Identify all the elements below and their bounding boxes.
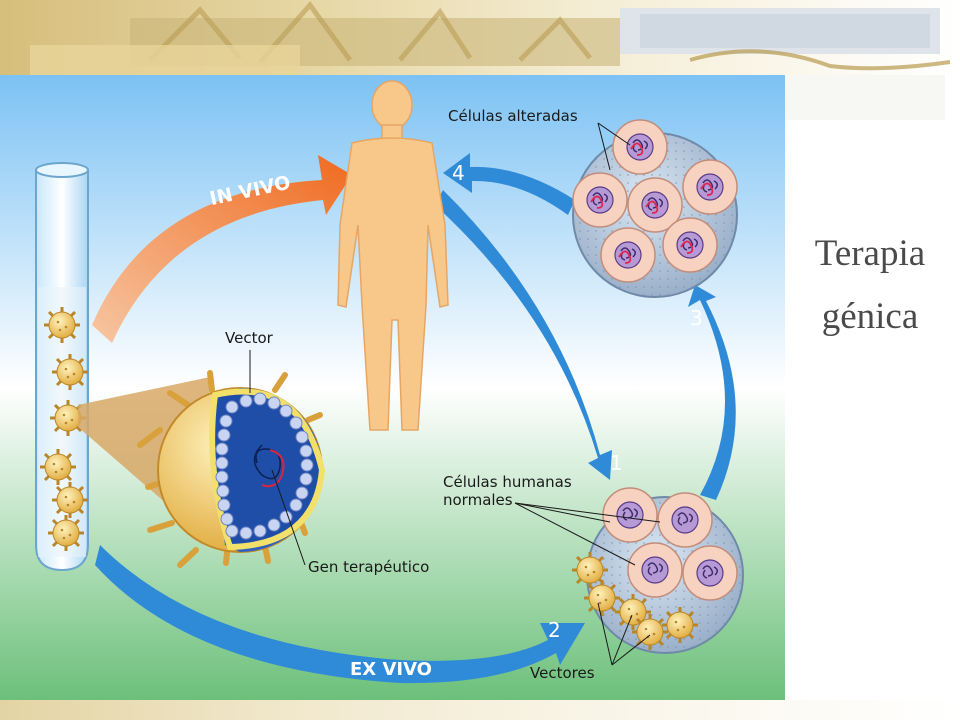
gene-therapy-diagram: IN VIVO EX VIVO 2 1 3 4 Células alterada bbox=[0, 75, 785, 700]
vectors-label: Vectores bbox=[530, 664, 595, 682]
step-3-arrow: 3 bbox=[688, 285, 736, 500]
top-decorative-banner bbox=[0, 0, 960, 120]
normal-cells-circle bbox=[570, 487, 744, 654]
altered-cells-label: Células alteradas bbox=[448, 107, 578, 125]
test-tube bbox=[35, 162, 90, 572]
ex-vivo-arrow: EX VIVO 2 bbox=[95, 545, 585, 684]
vector-cross-section bbox=[137, 370, 326, 568]
slide-title-line2: génica bbox=[821, 296, 919, 337]
ex-vivo-label: EX VIVO bbox=[350, 659, 432, 680]
step-3-label: 3 bbox=[690, 306, 703, 330]
normal-cells-label-line1: Células humanas bbox=[443, 473, 572, 491]
slide-title-line1: Terapia bbox=[814, 233, 926, 274]
bottom-decorative-strip bbox=[0, 700, 960, 720]
step-2-label: 2 bbox=[548, 618, 561, 642]
step-4-label: 4 bbox=[452, 161, 465, 185]
therapeutic-gene-pointer bbox=[271, 469, 306, 566]
normal-cells-label-line2: normales bbox=[443, 491, 513, 509]
altered-cells-pointers bbox=[597, 122, 631, 171]
human-body bbox=[337, 80, 449, 431]
vectors-pointers bbox=[597, 602, 651, 666]
altered-cells-circle bbox=[572, 119, 738, 298]
step-1-label: 1 bbox=[610, 451, 623, 475]
vector-label: Vector bbox=[225, 329, 274, 347]
step-4-arrow: 4 bbox=[443, 153, 575, 215]
therapeutic-gene-label: Gen terapéutico bbox=[308, 558, 429, 576]
step-1-arrow: 1 bbox=[435, 190, 623, 480]
normal-cells-pointers bbox=[514, 502, 661, 566]
